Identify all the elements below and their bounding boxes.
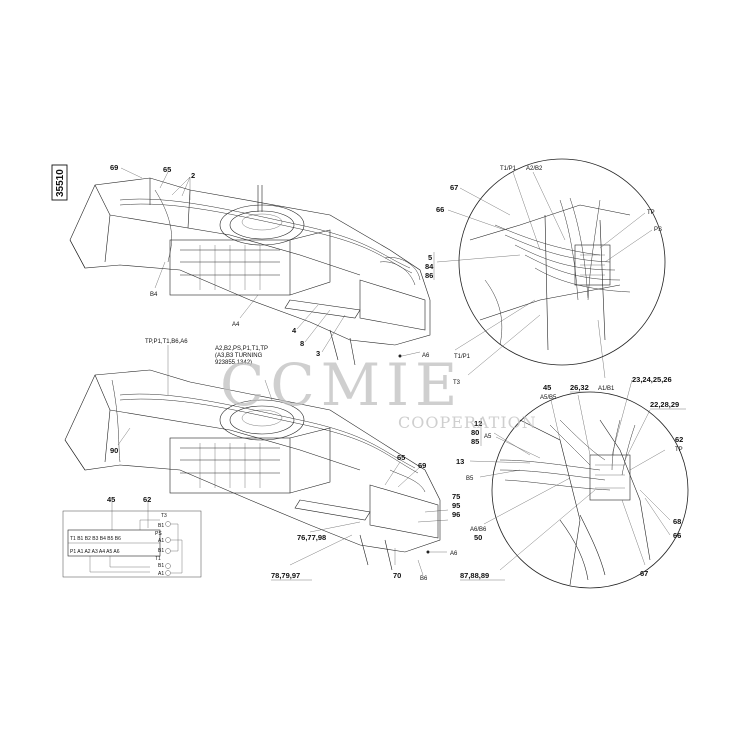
callout-66-lower: 66	[673, 531, 681, 540]
port-b1-b-schematic: B1	[158, 548, 164, 554]
port-label-tp-upper: TP	[647, 210, 655, 216]
port-label-a4: A4	[232, 322, 240, 328]
callout-87-88-89: 87,88,89	[460, 571, 489, 580]
callout-65-lower: 65	[397, 453, 405, 462]
port-label-a6-b6: A6/B6	[470, 527, 487, 533]
port-label-b5: B5	[466, 476, 474, 482]
port-label-a6-upper: A6	[422, 353, 430, 359]
callout-2-upper: 2	[191, 171, 195, 180]
callout-50: 50	[474, 533, 482, 542]
port-a1-a-schematic: A1	[158, 538, 164, 544]
callout-75: 75	[452, 492, 460, 501]
callout-45-detail: 45	[543, 383, 551, 392]
callout-69-lower: 69	[418, 461, 426, 470]
callout-62-schematic: 62	[143, 495, 151, 504]
port-b1-a-schematic: B1	[158, 523, 164, 529]
drawing-number: 35510	[55, 169, 66, 197]
valve-schematic: 45 62 T1 B1 B2 B3 B4 B5 B6 P1 A1 A2 A3 A…	[62, 495, 202, 578]
callout-23-24-25-26: 23,24,25,26	[632, 375, 672, 384]
callout-66-upper: 66	[436, 205, 444, 214]
port-label-tp-lower: TP	[675, 447, 683, 453]
port-label-t1-p1-top: T1/P1	[500, 166, 517, 172]
port-b1-c-schematic: B1	[158, 563, 164, 569]
callout-8-upper: 8	[300, 339, 304, 348]
port-label-a2-b2: A2/B2	[526, 166, 543, 172]
valve-row-bottom: P1 A1 A2 A3 A4 A5 A6	[70, 549, 120, 555]
callout-62-detail: 62	[675, 435, 683, 444]
callout-96: 96	[452, 510, 460, 519]
port-ps-schematic: PS	[155, 531, 162, 537]
valve-row-top: T1 B1 B2 B3 B4 B5 B6	[70, 536, 121, 542]
callout-45-schematic: 45	[107, 495, 115, 504]
port-label-a6-lower: A6	[450, 551, 458, 557]
watermark-sub: COOPERATION	[398, 413, 537, 432]
watermark: CCMIE COOPERATION	[220, 351, 537, 432]
callout-86: 86	[425, 271, 433, 280]
callout-90: 90	[110, 446, 118, 455]
drawing-number-box: 35510	[51, 164, 68, 201]
port-label-b6-lower: B6	[420, 576, 428, 582]
port-label-b4: B4	[150, 292, 158, 298]
port-label-a5-b5: A5/B5	[540, 395, 557, 401]
callout-95: 95	[452, 501, 460, 510]
callout-70: 70	[393, 571, 401, 580]
hose-group-label-4: 923855.1342)	[215, 360, 252, 366]
port-label-t3: T3	[453, 380, 461, 386]
callout-69-upper: 69	[110, 163, 118, 172]
port-t3-schematic: T3	[161, 513, 167, 519]
callout-65-upper: 65	[163, 165, 171, 174]
callout-22-28-29: 22,28,29	[650, 400, 679, 409]
callout-5: 5	[428, 253, 432, 262]
callout-68: 68	[673, 517, 681, 526]
upper-machine-view: 69 65 2 B4 A4 4 8 3 A6	[69, 163, 431, 366]
port-label-t1-p1-bottom: T1/P1	[454, 354, 471, 360]
callout-12: 12	[474, 419, 482, 428]
lower-detail-view: 45 A5/B5 26,32 23,24,25,26 22,28,29 12 8…	[456, 375, 689, 589]
port-label-a5: A5	[484, 434, 492, 440]
hose-group-label-3: (A3,B3 TURNING	[215, 353, 263, 359]
lower-machine-view: TP,P1,T1,B6,A6 A2,B2,PS,P1,T1,TP (A3,B3 …	[64, 339, 460, 582]
hose-group-label-2: A2,B2,PS,P1,T1,TP	[215, 346, 268, 352]
callout-85: 85	[471, 437, 479, 446]
callout-26-32: 26,32	[570, 383, 589, 392]
callout-13: 13	[456, 457, 464, 466]
port-label-a1-b1: A1/B1	[598, 386, 615, 392]
callout-84: 84	[425, 262, 434, 271]
callout-3-upper: 3	[316, 349, 320, 358]
callout-80: 80	[471, 428, 479, 437]
port-label-ps: PS	[654, 227, 662, 233]
watermark-main: CCMIE	[220, 351, 463, 419]
callout-67-upper: 67	[450, 183, 458, 192]
callout-4-upper: 4	[292, 326, 297, 335]
callout-78-79-97: 78,79,97	[271, 571, 300, 580]
port-t1-schematic: T1	[155, 556, 161, 562]
upper-detail-view: T1/P1 A2/B2 67 66 TP PS 5 84 86 T1/P1 T3…	[425, 158, 666, 392]
port-a1-c-schematic: A1	[158, 571, 164, 577]
hose-group-label-1: TP,P1,T1,B6,A6	[145, 339, 188, 345]
callout-76-77-98: 76,77,98	[297, 533, 326, 542]
callout-67-lower: 67	[640, 569, 648, 578]
